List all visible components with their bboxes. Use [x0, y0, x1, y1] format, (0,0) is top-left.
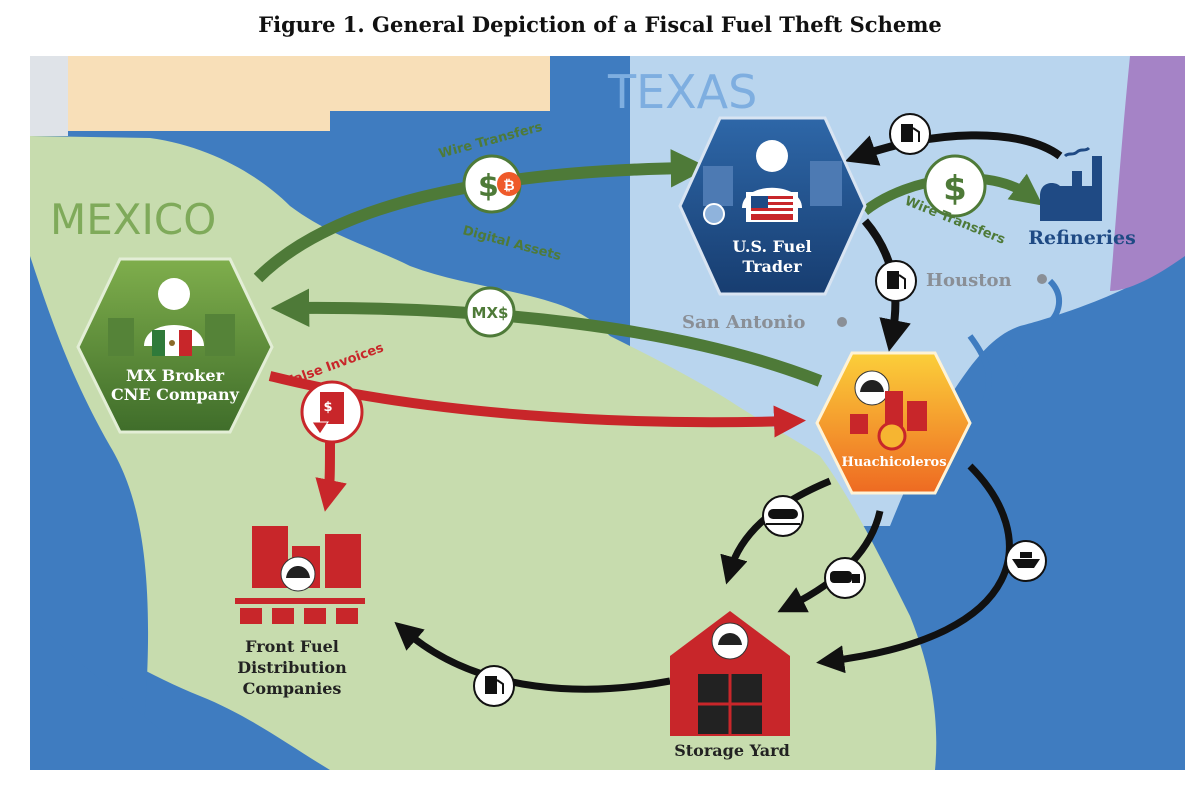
bitcoin-icon	[497, 172, 521, 196]
arrow-ship-to-storage	[816, 463, 1013, 674]
figure-title: Figure 1. General Depiction of a Fiscal …	[258, 12, 942, 37]
mxs-label: MX$	[472, 304, 509, 322]
us-fuel-trader-label-2: Trader	[742, 257, 802, 276]
storage-yard-label: Storage Yard	[674, 741, 790, 760]
us-fuel-trader-label-1: U.S. Fuel	[732, 237, 811, 256]
arrow-false-invoices-to-front-fuel	[315, 440, 347, 512]
fuel-pump-icon	[485, 676, 497, 694]
mx-broker-label-2: CNE Company	[111, 385, 240, 404]
storage-yard-node: Storage Yard	[670, 611, 790, 760]
wire-transfer-right-badge: $	[923, 154, 987, 218]
truck-icon	[830, 571, 852, 583]
fuel-pump-badge-storage	[473, 665, 515, 707]
dollar-icon: $	[943, 169, 967, 209]
front-fuel-node: Front Fuel Distribution Companies	[235, 526, 365, 698]
grey-corner	[30, 56, 68, 136]
san-antonio-label: San Antonio	[682, 312, 805, 333]
front-fuel-label-2: Distribution	[237, 658, 347, 677]
gas-pump-row-icon	[235, 598, 365, 624]
fuel-pump-badge-trader	[875, 260, 917, 302]
us-flag-icon	[751, 196, 793, 220]
refineries-label: Refineries	[1028, 227, 1136, 249]
mx-broker-label-1: MX Broker	[126, 366, 225, 385]
coastline-detail	[967, 278, 1062, 403]
ship-icon	[1012, 559, 1040, 568]
false-invoice-badge: $	[300, 380, 364, 444]
ship-badge	[1005, 540, 1047, 582]
dollar-icon: $	[478, 169, 499, 204]
arrow-wire-transfers-to-trader	[253, 149, 710, 283]
fuel-pump-badge-refineries	[889, 113, 931, 155]
fuel-pump-icon	[887, 271, 899, 289]
truck-badge	[824, 557, 866, 599]
fuel-theft-map: TEXAS MEXICO Houston San Antonio	[30, 56, 1185, 770]
refineries-node: Refineries	[1028, 146, 1136, 249]
new-mexico-area	[68, 56, 550, 131]
svg-text:₿: ₿	[503, 178, 514, 194]
arrow-fuel-to-trader	[844, 131, 1063, 166]
fuel-pump-icon	[901, 124, 913, 142]
front-fuel-label-1: Front Fuel	[245, 637, 339, 656]
mexico-flag-icon	[152, 330, 192, 356]
rail-tank-icon	[768, 509, 798, 519]
invoice-icon	[320, 392, 344, 424]
houston-dot	[1037, 274, 1047, 284]
wire-transfer-badge: $ ₿	[462, 154, 522, 214]
mexico-label: MEXICO	[50, 195, 216, 244]
refinery-icon	[1040, 156, 1102, 221]
pacific-water	[30, 256, 149, 770]
us-fuel-trader-node: U.S. Fuel Trader	[678, 116, 867, 296]
sea-of-cortez	[30, 616, 180, 770]
houston-label: Houston	[926, 270, 1012, 291]
san-antonio-dot	[837, 317, 847, 327]
svg-text:$: $	[323, 400, 332, 415]
warning-icon	[311, 421, 329, 435]
mxs-badge: MX$	[464, 286, 516, 338]
texas-label: TEXAS	[607, 65, 757, 119]
rail-tank-badge	[762, 495, 804, 537]
shell-icon	[877, 421, 907, 451]
arrow-rail-to-storage	[720, 477, 832, 585]
arrow-fuel-to-front-fuel	[394, 621, 671, 693]
louisiana-area	[1110, 56, 1185, 291]
front-fuel-label-3: Companies	[243, 679, 342, 698]
huachicoleros-label: Huachicoleros	[841, 455, 946, 470]
arrow-mxs-to-broker	[270, 288, 823, 387]
mx-broker-node: MX Broker CNE Company	[76, 257, 274, 434]
shell-icon	[703, 203, 725, 225]
huachicoleros-node: Huachicoleros	[815, 351, 972, 495]
